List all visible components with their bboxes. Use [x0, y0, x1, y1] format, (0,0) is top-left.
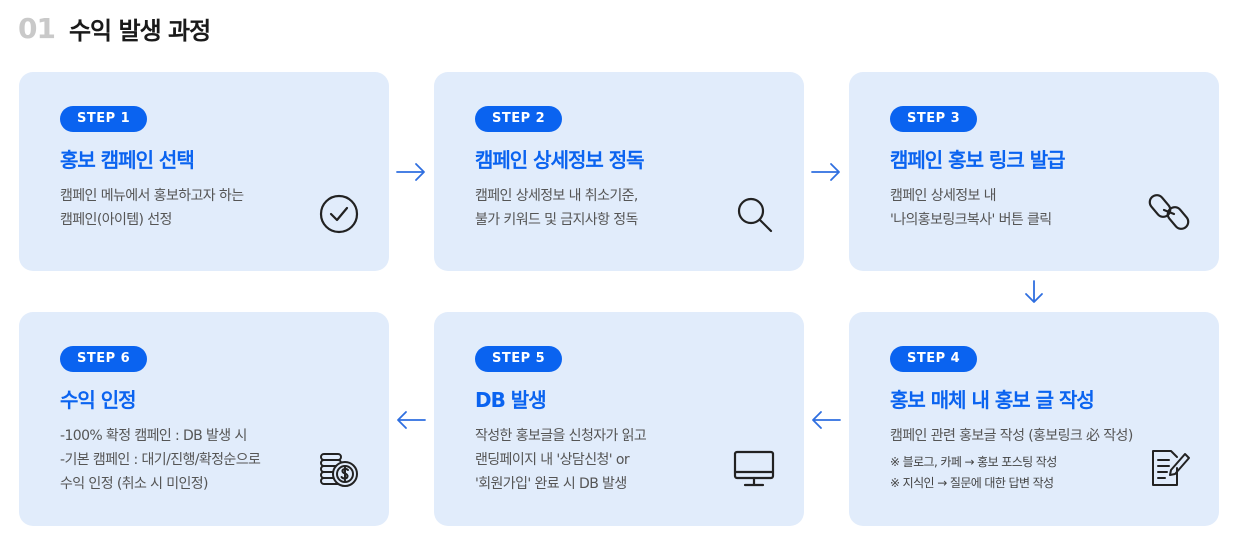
- arrow-right-icon: [810, 160, 842, 184]
- step-badge: STEP 5: [475, 346, 563, 372]
- description-line: -기본 캠페인 : 대기/진행/확정순으로: [60, 452, 261, 468]
- step-title: 캠페인 상세정보 정독: [475, 148, 645, 172]
- description-line: '나의홍보링크복사' 버튼 클릭: [890, 212, 1052, 228]
- description-line: '회원가입' 완료 시 DB 발생: [475, 476, 627, 492]
- description-line: 작성한 홍보글을 신청자가 읽고: [475, 428, 647, 444]
- step-card-6: STEP 6 수익 인정 -100% 확정 캠페인 : DB 발생 시 -기본 …: [19, 312, 389, 526]
- step-card-4: STEP 4 홍보 매체 내 홍보 글 작성 캠페인 관련 홍보글 작성 (홍보…: [849, 312, 1219, 526]
- description-line: 캠페인 관련 홍보글 작성 (홍보링크 必 작성): [890, 428, 1133, 444]
- step-title: 캠페인 홍보 링크 발급: [890, 148, 1066, 172]
- step-description: 캠페인 메뉴에서 홍보하고자 하는 캠페인(아이템) 선정: [60, 184, 389, 232]
- step-badge: STEP 1: [60, 106, 148, 132]
- step-description: -100% 확정 캠페인 : DB 발생 시 -기본 캠페인 : 대기/진행/확…: [60, 424, 389, 496]
- step-badge: STEP 3: [890, 106, 978, 132]
- step-card-2: STEP 2 캠페인 상세정보 정독 캠페인 상세정보 내 취소기준, 불가 키…: [434, 72, 804, 271]
- step-card-5: STEP 5 DB 발생 작성한 홍보글을 신청자가 읽고 랜딩페이지 내 '상…: [434, 312, 804, 526]
- magnifier-icon: [732, 192, 776, 236]
- description-line: 캠페인 상세정보 내 취소기준,: [475, 188, 638, 204]
- step-card-3: STEP 3 캠페인 홍보 링크 발급 캠페인 상세정보 내 '나의홍보링크복사…: [849, 72, 1219, 271]
- check-circle-icon: [317, 192, 361, 236]
- section-title: 수익 발생 과정: [68, 16, 211, 45]
- arrow-left-icon: [810, 408, 842, 432]
- link-icon: [1147, 190, 1191, 234]
- section-header: 01 수익 발생 과정: [18, 10, 211, 46]
- coins-icon: [317, 446, 361, 490]
- description-line: 캠페인(아이템) 선정: [60, 212, 172, 228]
- note-line: ※ 지식인 → 질문에 대한 답변 작성: [890, 476, 1054, 490]
- section-number: 01: [18, 11, 56, 45]
- description-line: 랜딩페이지 내 '상담신청' or: [475, 452, 630, 468]
- description-line: -100% 확정 캠페인 : DB 발생 시: [60, 428, 247, 444]
- step-title: DB 발생: [475, 388, 547, 412]
- step-description: 캠페인 상세정보 내 '나의홍보링크복사' 버튼 클릭: [890, 184, 1219, 232]
- document-edit-icon: [1147, 446, 1191, 490]
- description-line: 캠페인 메뉴에서 홍보하고자 하는: [60, 188, 244, 204]
- step-title: 홍보 캠페인 선택: [60, 148, 195, 172]
- arrow-left-icon: [395, 408, 427, 432]
- arrow-down-icon: [1018, 280, 1050, 304]
- step-badge: STEP 6: [60, 346, 148, 372]
- step-description: 캠페인 상세정보 내 취소기준, 불가 키워드 및 금지사항 정독: [475, 184, 804, 232]
- step-title: 수익 인정: [60, 388, 137, 412]
- description-line: 불가 키워드 및 금지사항 정독: [475, 212, 638, 228]
- step-description: 작성한 홍보글을 신청자가 읽고 랜딩페이지 내 '상담신청' or '회원가입…: [475, 424, 804, 496]
- step-description: 캠페인 관련 홍보글 작성 (홍보링크 必 작성): [890, 424, 1219, 448]
- description-line: 캠페인 상세정보 내: [890, 188, 997, 204]
- description-line: 수익 인정 (취소 시 미인정): [60, 476, 209, 492]
- step-title: 홍보 매체 내 홍보 글 작성: [890, 388, 1095, 412]
- step-notes: ※ 블로그, 카페 → 홍보 포스팅 작성 ※ 지식인 → 질문에 대한 답변 …: [890, 452, 1219, 494]
- monitor-icon: [732, 446, 776, 490]
- step-badge: STEP 4: [890, 346, 978, 372]
- note-line: ※ 블로그, 카페 → 홍보 포스팅 작성: [890, 455, 1057, 469]
- arrow-right-icon: [395, 160, 427, 184]
- step-card-1: STEP 1 홍보 캠페인 선택 캠페인 메뉴에서 홍보하고자 하는 캠페인(아…: [19, 72, 389, 271]
- step-badge: STEP 2: [475, 106, 563, 132]
